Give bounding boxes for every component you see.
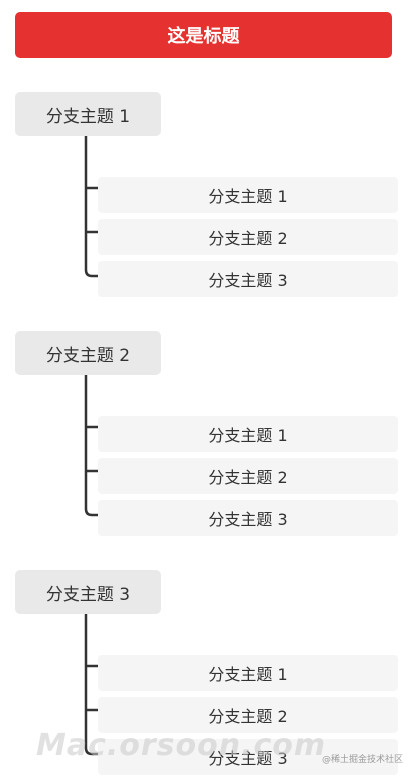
branch-topic[interactable]: 分支主题 3 bbox=[15, 570, 161, 614]
branch-topic[interactable]: 分支主题 2 bbox=[15, 331, 161, 375]
connector-lines bbox=[84, 612, 100, 756]
branch-topic[interactable]: 分支主题 1 bbox=[15, 92, 161, 136]
topic-group-3: 分支主题 3 分支主题 1 分支主题 2 分支主题 3 bbox=[0, 570, 411, 780]
topic-group-1: 分支主题 1 分支主题 1 分支主题 2 分支主题 3 bbox=[0, 92, 411, 302]
sub-topic[interactable]: 分支主题 2 bbox=[98, 219, 398, 255]
sub-topic[interactable]: 分支主题 3 bbox=[98, 500, 398, 536]
sub-topic[interactable]: 分支主题 2 bbox=[98, 458, 398, 494]
diagram-title: 这是标题 bbox=[15, 12, 392, 58]
sub-topic[interactable]: 分支主题 1 bbox=[98, 655, 398, 691]
sub-topic[interactable]: 分支主题 1 bbox=[98, 177, 398, 213]
sub-topic[interactable]: 分支主题 1 bbox=[98, 416, 398, 452]
sub-topic[interactable]: 分支主题 3 bbox=[98, 739, 398, 775]
topic-group-2: 分支主题 2 分支主题 1 分支主题 2 分支主题 3 bbox=[0, 331, 411, 541]
sub-topic[interactable]: 分支主题 3 bbox=[98, 261, 398, 297]
sub-topic[interactable]: 分支主题 2 bbox=[98, 697, 398, 733]
credit-text: @稀土掘金技术社区 bbox=[321, 755, 403, 765]
connector-lines bbox=[84, 373, 100, 517]
watermark: Mac.orsoon.com bbox=[36, 728, 327, 763]
connector-lines bbox=[84, 134, 100, 278]
